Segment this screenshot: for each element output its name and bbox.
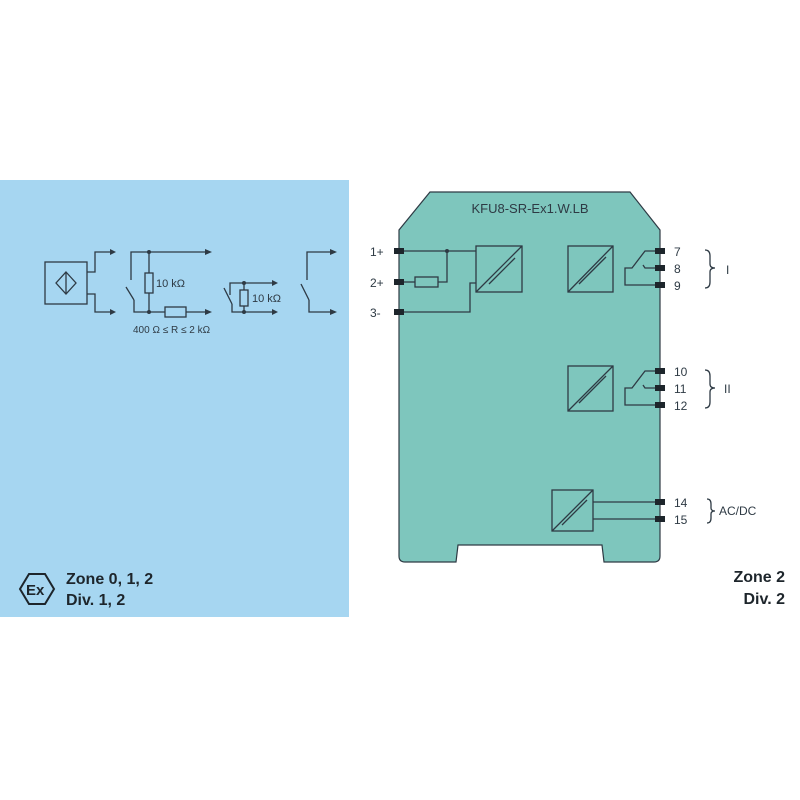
terminal-label-2: 2+: [370, 276, 384, 290]
terminal-1: [394, 248, 404, 254]
resistor-1-label: 10 kΩ: [156, 278, 185, 290]
terminal-label-12: 12: [674, 399, 688, 413]
series-resistor-label: 400 Ω ≤ R ≤ 2 kΩ: [133, 325, 211, 336]
brace-icons: [704, 249, 716, 524]
relay-II-label: II: [724, 382, 731, 396]
output-terminals: [655, 248, 665, 522]
ex-hazard-logo: Ex: [18, 573, 56, 605]
mechanical-contact-icon: [300, 249, 337, 315]
svg-text:Ex: Ex: [26, 582, 45, 599]
terminal-label-7: 7: [674, 245, 681, 259]
relay-I-label: I: [726, 263, 729, 277]
terminal-label-3: 3-: [370, 306, 381, 320]
module-housing: [398, 191, 661, 563]
terminal-label-1: 1+: [370, 245, 384, 259]
input-circuit: [402, 245, 523, 313]
safe-division-label: Div. 2: [744, 591, 786, 608]
relay-II-circuit: [567, 365, 655, 412]
terminal-label-9: 9: [674, 279, 681, 293]
hazardous-area-panel: [0, 180, 349, 617]
terminal-label-15: 15: [674, 513, 688, 527]
terminal-3: [394, 309, 404, 315]
relay-I-circuit: [567, 245, 655, 293]
terminal-label-10: 10: [674, 365, 688, 379]
safe-zone-label: Zone 2: [733, 569, 785, 586]
resistor-2-label: 10 kΩ: [252, 293, 281, 305]
power-supply-circuit: [551, 489, 655, 532]
proximity-sensor-icon: [44, 249, 116, 315]
terminal-label-11: 11: [674, 382, 687, 396]
contact-with-resistors-icon: [125, 249, 212, 318]
terminal-label-8: 8: [674, 262, 681, 276]
terminal-2: [394, 279, 404, 285]
hazardous-division-label: Div. 1, 2: [66, 592, 125, 609]
contact-with-resistor-2-icon: [223, 280, 278, 315]
hazardous-zone-label: Zone 0, 1, 2: [66, 571, 153, 588]
power-label: AC/DC: [719, 504, 757, 518]
module-title: KFU8-SR-Ex1.W.LB: [471, 201, 588, 216]
terminal-label-14: 14: [674, 496, 688, 510]
